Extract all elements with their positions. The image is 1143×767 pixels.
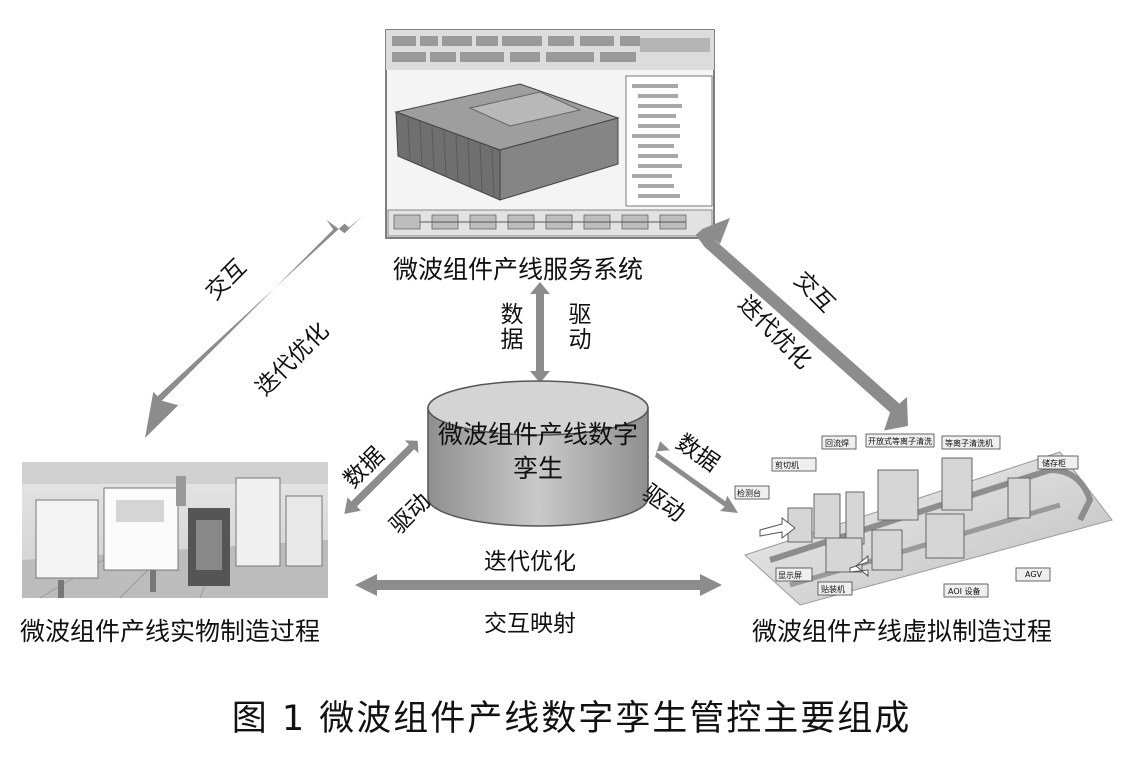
digital-twin-label: 微波组件产线数字孪生 xyxy=(438,420,639,483)
center-arrow-right-label: 驱动 xyxy=(564,302,590,352)
right-diagonal-arrow xyxy=(695,218,908,431)
virtual-label: AOI 设备 xyxy=(948,587,981,596)
virtual-label: 储存柜 xyxy=(1042,459,1066,468)
service-system-label: 微波组件产线服务系统 xyxy=(393,255,644,284)
right-short-arrow xyxy=(653,441,738,513)
figure-caption: 图 1 微波组件产线数字孪生管控主要组成 xyxy=(231,699,912,739)
center-vertical-arrow xyxy=(530,282,550,383)
bottom-arrow-top-label: 迭代优化 xyxy=(484,549,576,575)
virtual-label: 开放式等离子清洗 xyxy=(868,437,932,446)
physical-process-label: 微波组件产线实物制造过程 xyxy=(20,617,321,646)
virtual-label: 回流焊 xyxy=(825,439,849,448)
virtual-process-label: 微波组件产线虚拟制造过程 xyxy=(752,617,1053,646)
virtual-label: AGV xyxy=(1025,570,1043,579)
virtual-process-scene xyxy=(734,433,1113,606)
arrows xyxy=(145,215,908,596)
virtual-label: 检测台 xyxy=(737,489,761,498)
bottom-horizontal-arrow xyxy=(355,574,722,596)
bottom-arrow-bottom-label: 交互映射 xyxy=(484,611,576,637)
virtual-label: 显示屏 xyxy=(778,571,802,580)
left-diagonal-arrow xyxy=(145,215,363,438)
digital-twin-cylinder xyxy=(427,380,649,527)
service-system-screenshot xyxy=(385,29,715,239)
virtual-label: 剪切机 xyxy=(775,461,799,470)
virtual-label: 等离子清洗机 xyxy=(945,439,993,448)
physical-process-photo xyxy=(22,462,328,599)
virtual-label: 贴装机 xyxy=(821,585,845,594)
left-short-arrow xyxy=(344,440,419,514)
center-arrow-left-label: 数据 xyxy=(496,302,522,352)
